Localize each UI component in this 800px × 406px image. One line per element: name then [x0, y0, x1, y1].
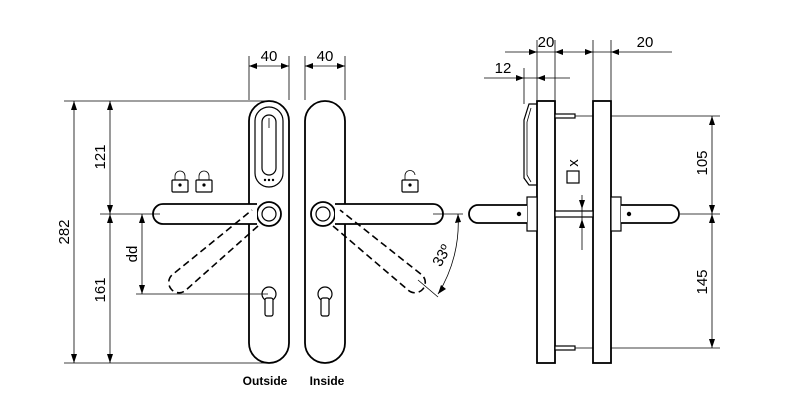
dim-handle-to-cylinder: dd: [124, 246, 141, 263]
outside-plate: [152, 100, 290, 364]
cylinder-inside: [317, 286, 333, 317]
cylinder-outside: [261, 286, 277, 317]
dim-side-top-to-handle: 105: [694, 150, 711, 175]
dim-reader-projection: 12: [495, 60, 512, 77]
dim-handle-to-bottom: 161: [92, 277, 109, 302]
side-view: x: [468, 100, 680, 364]
caption-outside: Outside: [243, 374, 288, 388]
lever-rotated-outside: [167, 209, 259, 294]
lock-open-icon: [401, 170, 419, 193]
dim-inside-plate-thickness: 20: [637, 34, 654, 51]
dim-top-to-handle: 121: [92, 144, 109, 169]
caption-inside: Inside: [310, 374, 345, 388]
dim-spindle-label: x: [565, 159, 582, 167]
dim-side-handle-to-bottom: 145: [694, 269, 711, 294]
dim-outside-plate-thickness: 20: [538, 34, 555, 51]
lever-rotated-inside: [332, 209, 427, 294]
lock-closed-icon: [171, 170, 189, 193]
lock-closed-icon: [195, 170, 213, 193]
inside-plate: [304, 100, 444, 364]
dim-outside-width: 40: [261, 48, 278, 65]
dim-inside-width: 40: [317, 48, 334, 65]
dim-total-height: 282: [56, 219, 73, 244]
